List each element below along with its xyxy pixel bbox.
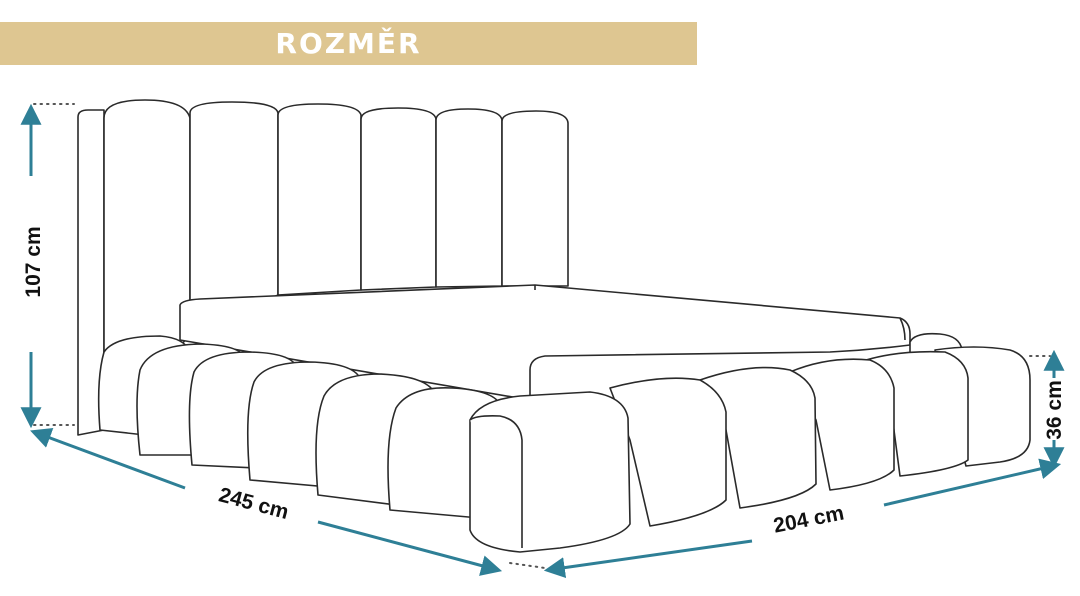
title-banner: ROZMĚR bbox=[0, 22, 697, 65]
title-text: ROZMĚR bbox=[275, 27, 422, 60]
height-headboard-dimension: 107 cm bbox=[20, 103, 75, 429]
height-frame-dimension: 36 cm bbox=[1029, 349, 1066, 469]
arrow-left-204 bbox=[543, 539, 753, 579]
label-107: 107 cm bbox=[22, 226, 45, 297]
label-245: 245 cm bbox=[216, 483, 291, 524]
arrow-right-245 bbox=[317, 520, 503, 576]
foot-cushions bbox=[469, 332, 1031, 553]
label-36: 36 cm bbox=[1043, 380, 1066, 440]
arrow-right-204 bbox=[883, 458, 1062, 507]
arrow-left-245 bbox=[30, 427, 186, 490]
label-204: 204 cm bbox=[772, 502, 846, 538]
